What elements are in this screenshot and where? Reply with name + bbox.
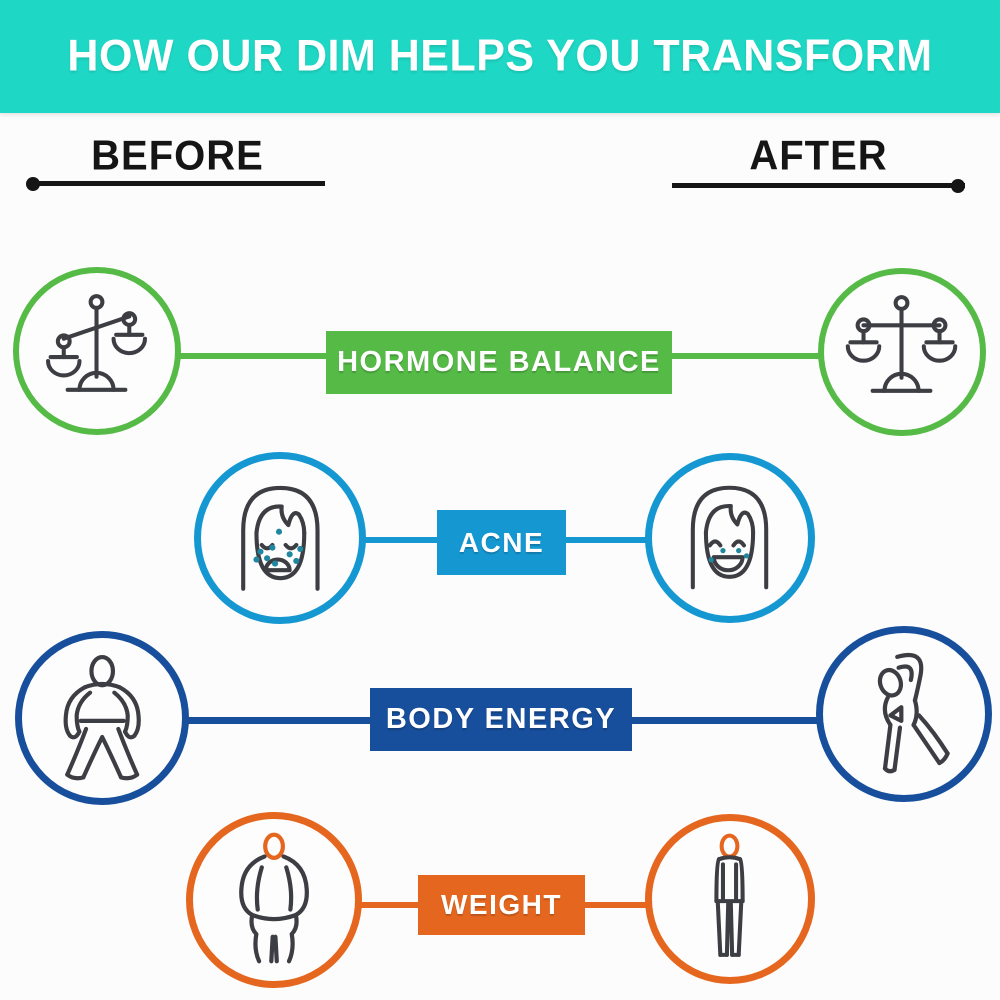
body-energy-after-circle: [816, 626, 992, 802]
overweight-person-icon: [239, 832, 309, 964]
after-line-dot: [951, 179, 965, 193]
weight-after-circle: [645, 814, 815, 984]
slim-person-head: [720, 834, 740, 860]
before-label: BEFORE: [91, 132, 264, 180]
before-line-dot: [26, 177, 40, 191]
overweight-person-head: [263, 832, 285, 860]
hormone-balance-left-connector: [179, 353, 328, 359]
weight-right-connector: [583, 902, 647, 908]
beauty-marks-dots: [709, 548, 750, 563]
acne-right-connector: [564, 537, 647, 543]
after-label: AFTER: [749, 132, 888, 180]
stretching-energetic-person-icon: [877, 652, 950, 774]
sad-face-with-acne-icon: [240, 485, 320, 591]
hormone-balance-right-connector: [670, 353, 820, 359]
acne-dots: [253, 528, 303, 567]
balanced-scale-icon: [846, 295, 958, 394]
acne-left-connector: [364, 537, 439, 543]
hormone-balance-after-circle: [818, 268, 986, 436]
header-banner: HOW OUR DIM HELPS YOU TRANSFORM: [0, 0, 1000, 113]
happy-clear-face-icon: [691, 486, 769, 590]
body-energy-right-connector: [630, 717, 818, 724]
weight-row-label: WEIGHT: [418, 875, 585, 935]
slim-person-icon: [714, 834, 746, 958]
after-underline: [672, 183, 965, 188]
weight-left-connector: [360, 902, 420, 908]
acne-after-circle: [645, 453, 815, 623]
before-underline: [28, 181, 325, 186]
unbalanced-scale-icon: [46, 294, 148, 393]
acne-row-label: ACNE: [437, 510, 566, 575]
body-energy-left-connector: [187, 717, 372, 724]
body-energy-row-label: BODY ENERGY: [370, 688, 632, 751]
weight-before-circle: [186, 812, 362, 988]
hormone-balance-row-label: HORMONE BALANCE: [326, 331, 672, 394]
body-energy-before-circle: [15, 631, 189, 805]
page-title: HOW OUR DIM HELPS YOU TRANSFORM: [67, 31, 933, 81]
hormone-balance-before-circle: [13, 267, 181, 435]
acne-before-circle: [194, 452, 366, 624]
tired-slouched-person-icon: [63, 654, 141, 781]
